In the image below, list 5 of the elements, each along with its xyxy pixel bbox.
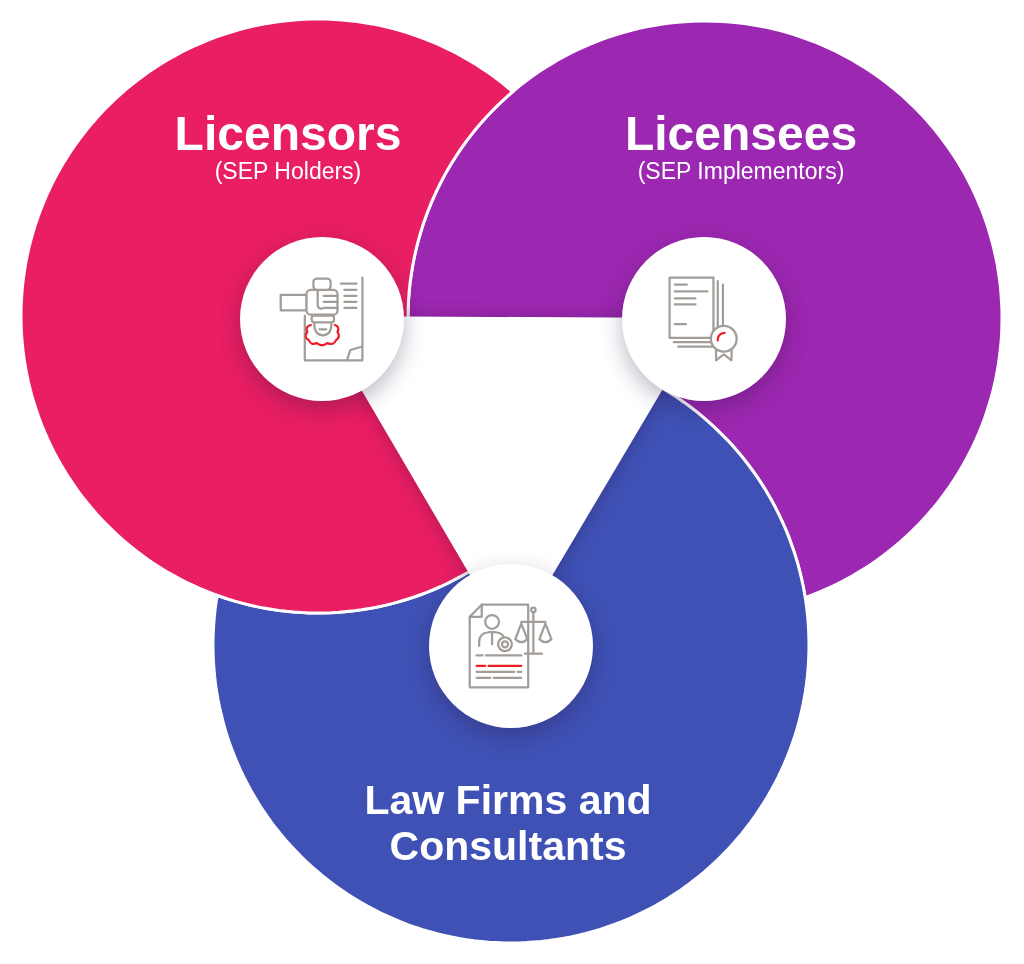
circle-heading: Licensees [624, 106, 858, 161]
circle-heading: Law Firms and Consultants [363, 777, 653, 869]
circle-subheading: (SEP Holders) [214, 158, 362, 184]
circle-subheading: (SEP Implementors) [637, 158, 845, 184]
circle-heading: Licensors [174, 106, 402, 161]
